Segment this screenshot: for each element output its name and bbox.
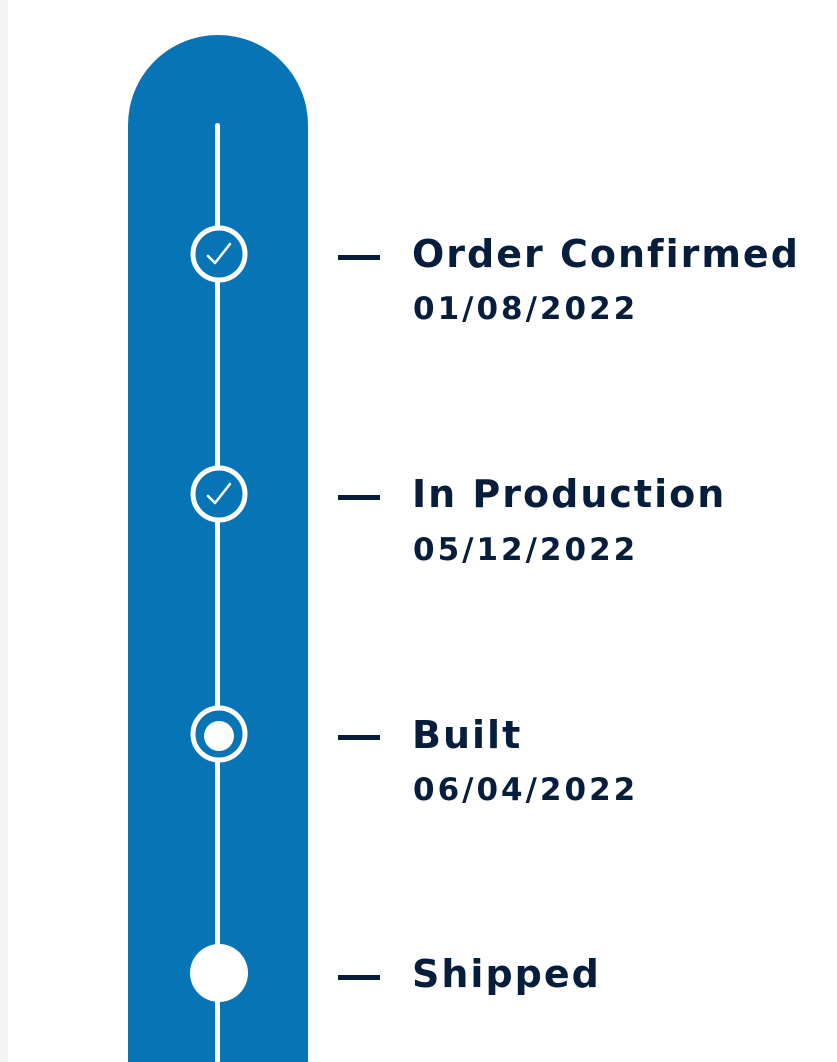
step-label-built: Built — [412, 713, 523, 757]
current-step-icon — [190, 705, 248, 763]
step-connector-dash — [338, 495, 380, 500]
step-connector-dash — [338, 735, 380, 740]
check-icon — [190, 225, 248, 283]
step-date-built: 06/04/2022 — [413, 772, 639, 808]
progress-line — [215, 123, 220, 1062]
step-label-in-production: In Production — [412, 472, 727, 516]
step-label-shipped: Shipped — [412, 952, 601, 996]
check-icon — [190, 465, 248, 523]
pending-step-icon — [190, 944, 248, 1002]
step-label-order-confirmed: Order Confirmed — [412, 232, 800, 276]
step-date-in-production: 05/12/2022 — [413, 532, 639, 568]
left-edge-strip — [0, 0, 8, 1062]
step-date-order-confirmed: 01/08/2022 — [413, 291, 639, 327]
step-connector-dash — [338, 255, 380, 260]
step-connector-dash — [338, 975, 380, 980]
